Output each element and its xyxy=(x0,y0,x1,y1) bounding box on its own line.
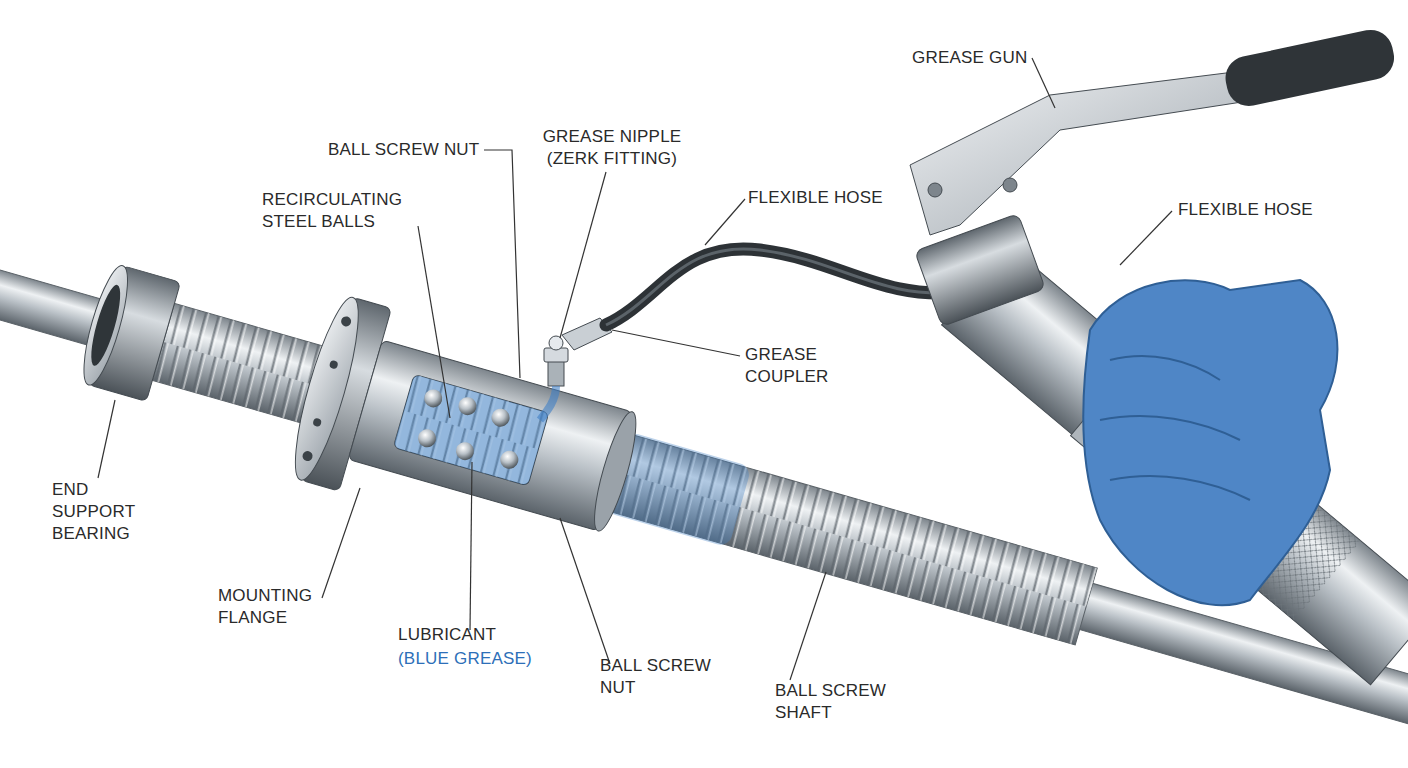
part-label: BALL SCREW NUT xyxy=(328,139,488,161)
hose-highlight xyxy=(606,249,960,325)
part-label: LUBRICANT xyxy=(398,624,538,646)
part-label: GREASE COUPLER xyxy=(745,344,855,388)
part-label: GREASE NIPPLE (ZERK FITTING) xyxy=(532,126,692,170)
flexible-hose xyxy=(606,249,960,325)
grease-nipple xyxy=(540,336,568,420)
ball-screw xyxy=(0,193,1408,768)
finger-lines xyxy=(1100,356,1250,500)
part-label: BALL SCREW NUT xyxy=(600,655,718,699)
part-label: MOUNTING FLANGE xyxy=(218,585,328,629)
part-label: RECIRCULATING STEEL BALLS xyxy=(262,189,422,233)
gloved-hand xyxy=(1083,280,1337,605)
part-label: GREASE GUN xyxy=(912,47,1052,69)
grease-gun xyxy=(910,26,1408,687)
part-label: (BLUE GREASE) xyxy=(398,648,558,670)
part-label: FLEXIBLE HOSE xyxy=(748,187,898,209)
part-label: FLEXIBLE HOSE xyxy=(1178,199,1328,221)
part-label: BALL SCREW SHAFT xyxy=(775,680,893,724)
part-label: END SUPPORT BEARING xyxy=(52,479,147,545)
leader-lines xyxy=(98,58,1172,680)
